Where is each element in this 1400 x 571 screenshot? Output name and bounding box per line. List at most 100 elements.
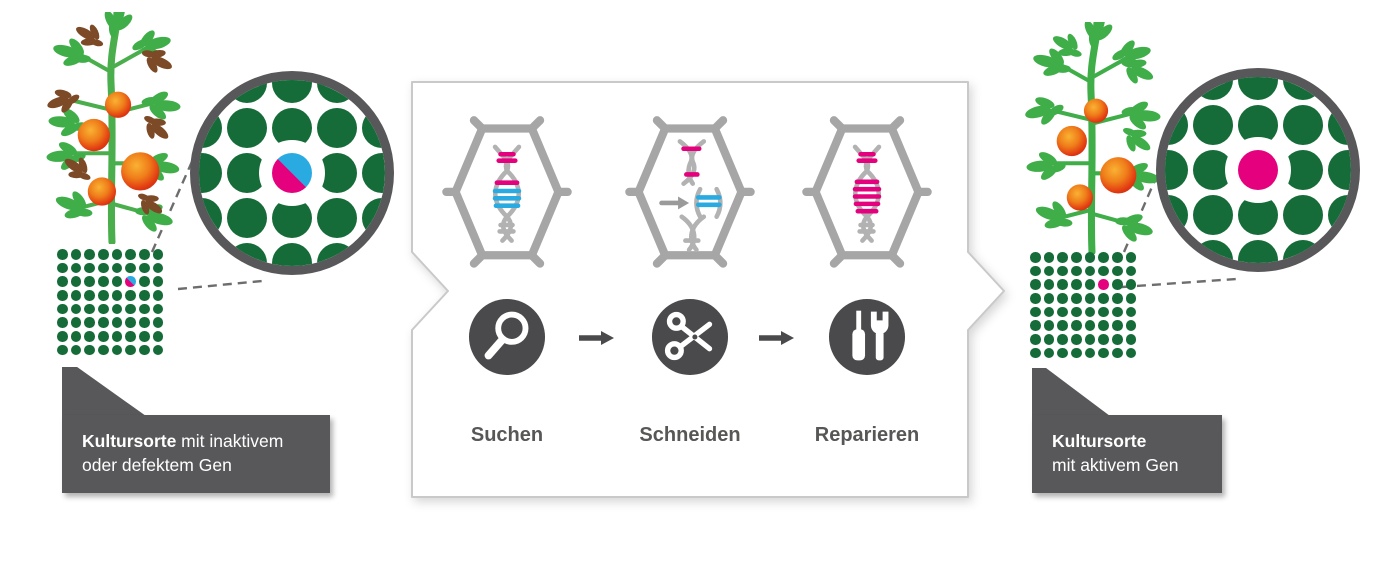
edited-plant-dot [125,276,136,287]
plant-dot [152,303,164,315]
plant-dot [111,303,123,315]
plant-dot [1030,265,1041,277]
plant-dot [1057,293,1068,304]
plant-dot [70,331,82,342]
plant-dot [1057,347,1068,359]
plant-dot [57,331,68,342]
plant-dot [57,276,68,287]
cell-dot [362,80,385,103]
plant-dot [125,262,136,274]
plant-dot [1030,347,1041,359]
cell-dot [317,243,357,266]
plant-dot [98,290,109,301]
plant-dot [1084,265,1096,277]
cut-arrow-icon [659,196,690,210]
plant-dot [84,303,95,315]
plant-dot [139,303,150,315]
magnified-cells-right [1156,68,1360,272]
plant-dot [1071,265,1082,277]
plant-dot [84,262,95,274]
plant-dot [1112,279,1123,290]
plant-cell-gene-cut [621,112,759,270]
cell-dot [1238,240,1278,263]
cell-dot [272,80,312,103]
cell-dot [1328,150,1351,190]
plant-dot [1084,347,1096,359]
plant-dot [111,249,123,260]
plant-dot [84,344,95,356]
plant-dot [1030,252,1041,263]
wrench-head [870,311,889,335]
screwdriver-shaft [856,310,862,331]
plant-dot [1057,252,1068,263]
cell-dot [227,108,267,148]
scissors-icon [651,298,729,376]
plant-dot [70,276,82,287]
plant-dot [1098,306,1109,318]
plant-dot [125,317,136,328]
plant-dot [125,344,136,356]
plant-dot [1084,306,1096,318]
cell-dot [317,80,357,103]
plant-cell-defective-gene [438,112,576,270]
plant-dot [98,276,109,287]
label-left-line2: oder defektem Gen [82,455,232,475]
cell-dot [227,243,267,266]
plant-dot [139,249,150,260]
cell-dot [1238,77,1278,100]
plant-dot [125,249,136,260]
plant-dot [1112,334,1123,345]
plant-dot [111,317,123,328]
healthy-tomato-plant [1020,22,1163,254]
plant-dot [125,290,136,301]
plant-dot [111,331,123,342]
plant-dot [111,344,123,356]
plant-dot [1125,320,1137,331]
plant-dot [1084,279,1096,290]
plant-dot [152,249,164,260]
plant-dot [98,249,109,260]
plant-dot [1098,293,1109,304]
plant-dot [152,344,164,356]
plant-dot [98,262,109,274]
cell-dot [362,198,385,238]
plant-dot [1112,252,1123,263]
plant-dot [57,249,68,260]
plant-dot [1071,279,1082,290]
cell-dot [199,198,222,238]
dashed-connector [1121,277,1237,289]
plant-dot [139,331,150,342]
field-grid-right [1030,252,1137,359]
cell-dot [1283,105,1323,145]
plant-dot [98,331,109,342]
cell-dot [1165,150,1188,190]
plant-dot [1084,252,1096,263]
plant-dot [70,344,82,356]
plant-dot [1043,265,1055,277]
plant-dot [139,262,150,274]
cell-dot [1283,77,1323,100]
plant-dot [57,317,68,328]
plant-dot [98,344,109,356]
cell-dot [199,153,222,193]
cell-dot [227,198,267,238]
plant-dot [1084,293,1096,304]
label-right-line1: Kultursorte [1052,429,1208,453]
cell-dot [199,243,222,266]
arrow-right-icon [579,331,614,345]
plant-dot [1084,320,1096,331]
wrench-shaft [875,331,884,361]
plant-dot [1098,347,1109,359]
plant-dot [57,290,68,301]
plant-dot [84,317,95,328]
plant-dot [98,303,109,315]
plant-dot [1125,347,1137,359]
cell-dot [1328,105,1351,145]
plant-dot [1098,334,1109,345]
plant-dot [57,303,68,315]
cell-dot [1193,105,1233,145]
plant-dot [1125,306,1137,318]
cell-dot [362,153,385,193]
arrow-right-icon [759,331,794,345]
